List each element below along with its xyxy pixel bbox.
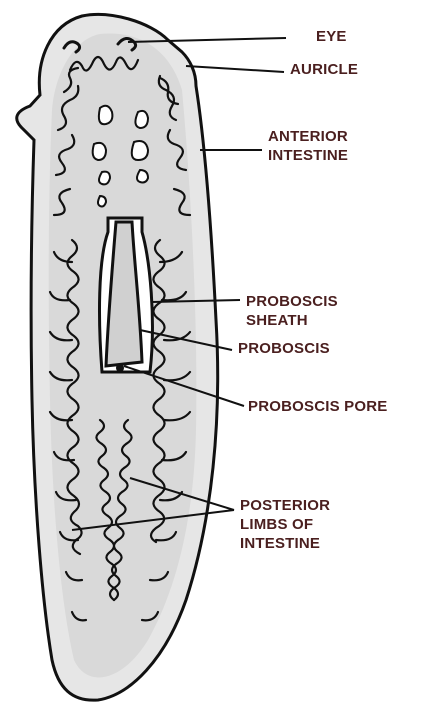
label-posterior-limbs: POSTERIOR LIMBS OF INTESTINE	[240, 496, 330, 553]
leader-auricle	[186, 66, 284, 72]
label-auricle: AURICLE	[290, 60, 358, 79]
label-proboscis-sheath: PROBOSCIS SHEATH	[246, 292, 338, 330]
label-eye-text: EYE	[316, 27, 347, 46]
label-anterior-line-1: ANTERIOR	[268, 127, 348, 146]
label-posterior-line-2: LIMBS OF	[240, 515, 330, 534]
proboscis-pore	[116, 364, 124, 372]
label-proboscis-text: PROBOSCIS	[238, 339, 330, 358]
label-auricle-text: AURICLE	[290, 60, 358, 79]
label-anterior-intestine: ANTERIOR INTESTINE	[268, 127, 348, 165]
label-proboscis-pore: PROBOSCIS PORE	[248, 397, 388, 416]
label-proboscis: PROBOSCIS	[238, 339, 330, 358]
label-posterior-line-3: INTESTINE	[240, 534, 330, 553]
label-sheath-line-2: SHEATH	[246, 311, 338, 330]
label-anterior-line-2: INTESTINE	[268, 146, 348, 165]
label-eye: EYE	[316, 27, 347, 46]
label-sheath-line-1: PROBOSCIS	[246, 292, 338, 311]
label-posterior-line-1: POSTERIOR	[240, 496, 330, 515]
label-proboscis-pore-text: PROBOSCIS PORE	[248, 397, 388, 416]
